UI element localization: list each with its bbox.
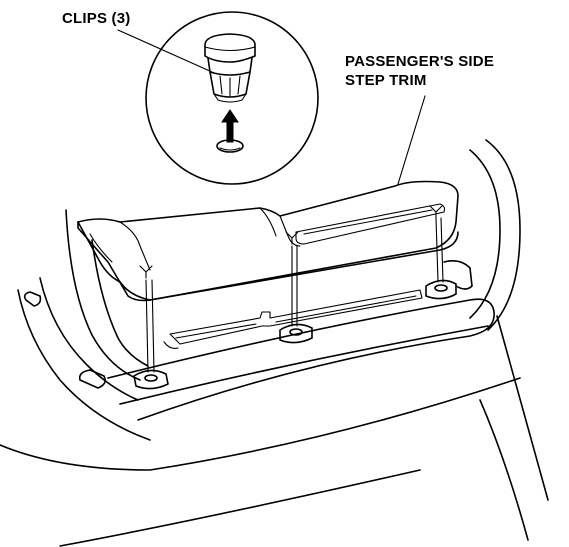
clips-leader-line — [117, 29, 213, 73]
clip-icon — [204, 33, 256, 103]
sill-channel — [163, 289, 423, 349]
step-trim-label-line-1: PASSENGER'S SIDE — [345, 53, 495, 70]
step-trim-label-line-2: STEP TRIM — [345, 72, 427, 89]
detail-circle — [145, 11, 319, 185]
up-arrow-icon — [221, 109, 239, 143]
step-trim — [77, 180, 459, 302]
vehicle-body — [0, 139, 549, 547]
sill-mount-holes — [133, 279, 457, 390]
clip-hole — [216, 139, 244, 153]
clip-detail-view — [145, 11, 319, 185]
clip-mark-2 — [285, 231, 299, 245]
trim-leader-line — [397, 95, 426, 185]
step-trim-label: PASSENGER'S SIDE STEP TRIM — [345, 52, 494, 90]
clips-label: CLIPS (3) — [62, 10, 131, 27]
clip-mark-1 — [139, 265, 153, 279]
clip-mark-3 — [429, 205, 443, 219]
